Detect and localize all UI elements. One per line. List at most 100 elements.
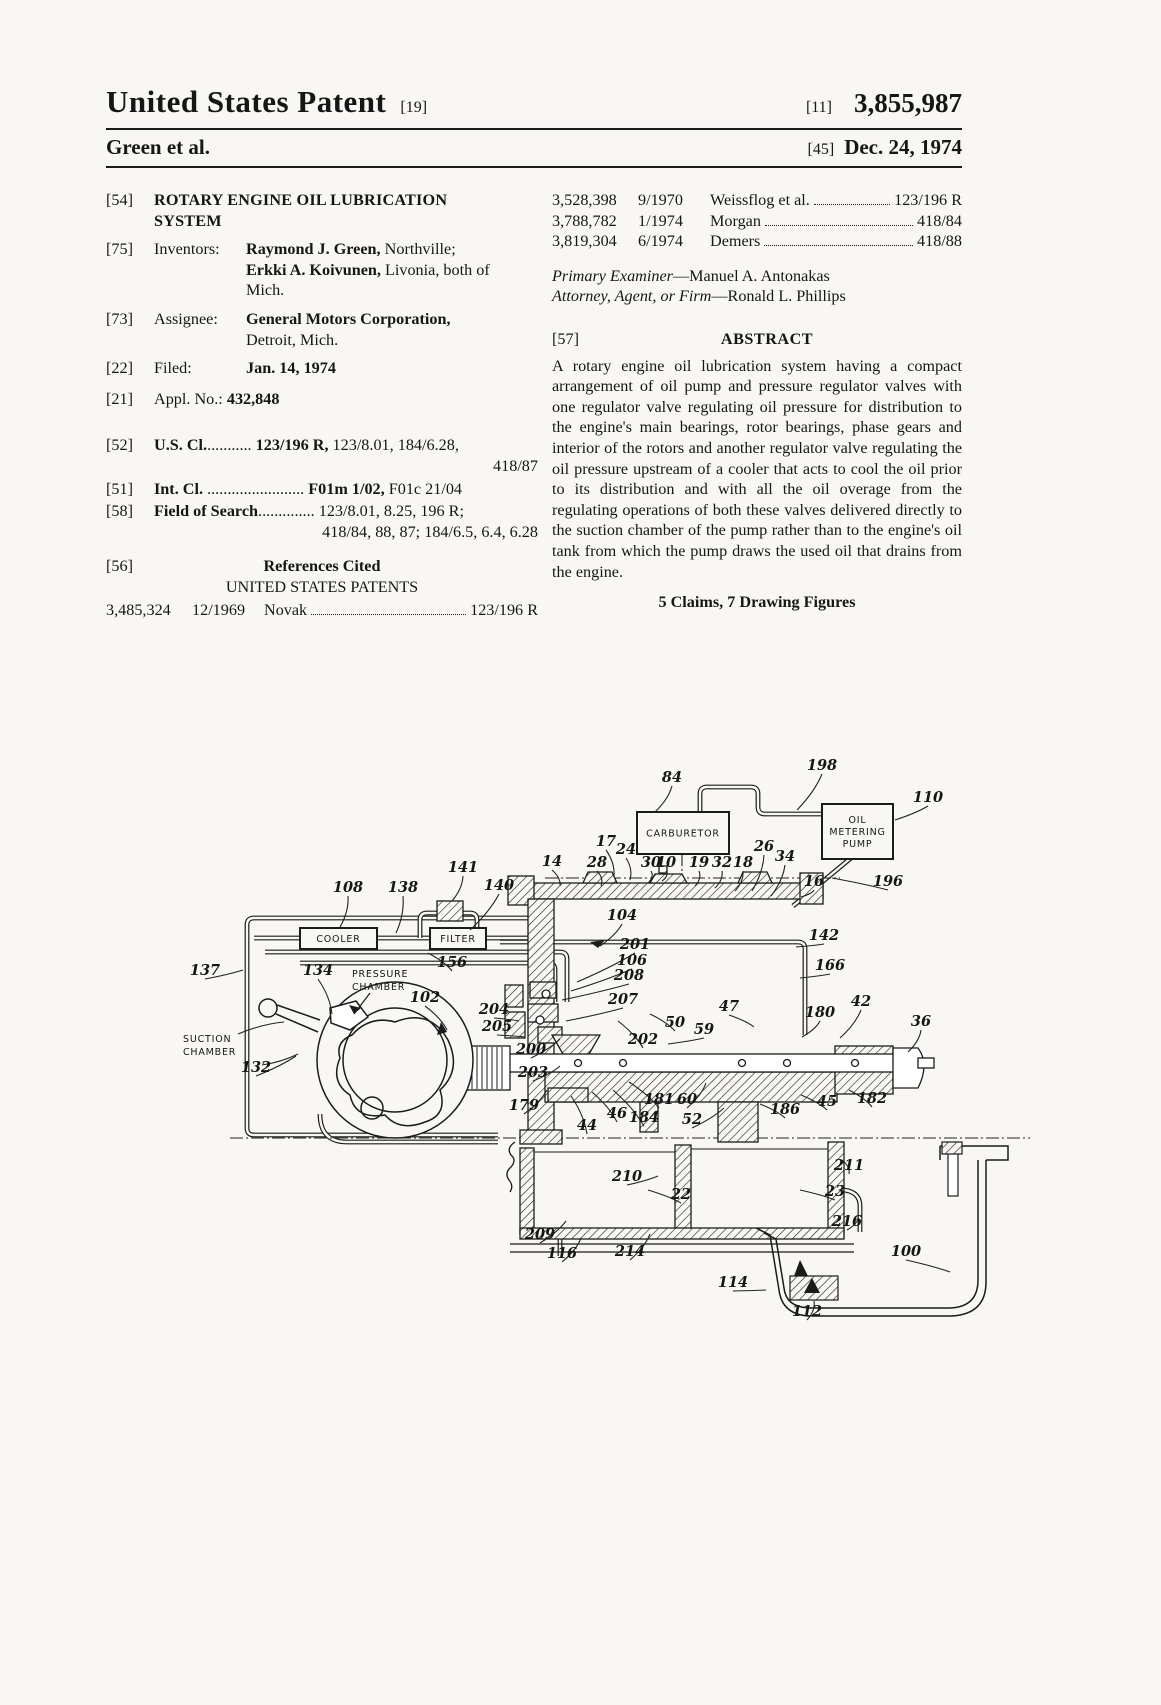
svg-text:114: 114 bbox=[718, 1274, 748, 1291]
svg-text:CARBURETOR: CARBURETOR bbox=[646, 829, 720, 840]
svg-text:PRESSURE: PRESSURE bbox=[352, 969, 408, 980]
appl-no-value: 432,848 bbox=[226, 389, 280, 408]
dot-leader bbox=[311, 613, 467, 615]
search-label: Field of Search bbox=[154, 502, 259, 521]
svg-text:142: 142 bbox=[809, 927, 839, 944]
ref-date: 1/1974 bbox=[638, 211, 683, 230]
tag-56: [56] bbox=[106, 557, 133, 576]
svg-text:OIL: OIL bbox=[849, 815, 867, 826]
svg-text:106: 106 bbox=[617, 952, 647, 969]
left-column: [54] ROTARY ENGINE OIL LUBRICATION SYSTE… bbox=[106, 190, 538, 620]
svg-text:209: 209 bbox=[524, 1226, 555, 1243]
svg-text:134: 134 bbox=[303, 962, 333, 979]
svg-text:202: 202 bbox=[627, 1031, 658, 1048]
issue-date: Dec. 24, 1974 bbox=[844, 135, 962, 159]
oil-pan bbox=[755, 1141, 1009, 1317]
svg-text:PUMP: PUMP bbox=[843, 839, 873, 850]
search-value: 123/8.01, 8.25, 196 R; bbox=[314, 502, 464, 521]
ref-class: 123/196 R bbox=[894, 191, 962, 209]
tag-51: [51] bbox=[106, 479, 133, 498]
svg-text:FILTER: FILTER bbox=[440, 934, 475, 945]
svg-text:60: 60 bbox=[677, 1091, 697, 1108]
svg-text:32: 32 bbox=[712, 854, 732, 871]
reference-row: 3,528,398 9/1970 Weissflog et al. 123/19… bbox=[552, 190, 962, 211]
patent-number-block: [11]3,855,987 bbox=[792, 88, 962, 119]
invention-title-line1: ROTARY ENGINE OIL LUBRICATION bbox=[154, 191, 448, 209]
filed-label: Filed: bbox=[154, 359, 192, 378]
tag-58: [58] bbox=[106, 502, 133, 521]
svg-text:138: 138 bbox=[388, 879, 418, 896]
uscl-value-bold: 123/196 R, bbox=[255, 436, 329, 455]
inventor-2-loc: Livonia, both of bbox=[380, 260, 490, 279]
svg-text:84: 84 bbox=[662, 769, 682, 786]
svg-text:28: 28 bbox=[586, 854, 607, 871]
code-45: [45] bbox=[807, 141, 835, 158]
patent-title-block: United States Patent[19] bbox=[106, 84, 427, 120]
tag-52: [52] bbox=[106, 436, 133, 455]
issue-date-block: [45] Dec. 24, 1974 bbox=[794, 135, 962, 160]
field-73-assignee: [73] Assignee: General Motors Corporatio… bbox=[106, 309, 538, 350]
ref-number: 3,788,782 bbox=[552, 211, 617, 230]
abstract-title: ABSTRACT bbox=[720, 329, 814, 348]
assignee-name: General Motors Corporation, bbox=[246, 309, 451, 328]
examiner-block: Primary Examiner—Manuel A. Antonakas Att… bbox=[552, 266, 962, 307]
right-column: 3,528,398 9/1970 Weissflog et al. 123/19… bbox=[552, 190, 962, 613]
intcl-value-rest: F01c 21/04 bbox=[384, 479, 463, 498]
svg-text:SUCTION: SUCTION bbox=[183, 1034, 231, 1045]
abstract-header: [57] ABSTRACT bbox=[552, 329, 962, 350]
svg-text:201: 201 bbox=[619, 936, 650, 953]
arrowhead bbox=[590, 940, 605, 948]
patent-header: United States Patent[19] [11]3,855,987 G… bbox=[106, 84, 962, 168]
svg-text:59: 59 bbox=[694, 1021, 714, 1038]
assignee-label: Assignee: bbox=[154, 309, 218, 328]
uscl-value-rest: 123/8.01, 184/6.28, bbox=[328, 436, 459, 455]
field-51-intcl: [51] Int. Cl. ........................ F… bbox=[106, 479, 538, 500]
svg-text:204: 204 bbox=[478, 1001, 509, 1018]
svg-text:196: 196 bbox=[873, 873, 903, 890]
svg-text:211: 211 bbox=[833, 1157, 864, 1174]
svg-text:47: 47 bbox=[719, 998, 739, 1015]
assignee-value: General Motors Corporation, Detroit, Mic… bbox=[246, 309, 538, 350]
uscl-label: U.S. Cl. bbox=[154, 436, 208, 455]
ref-date: 6/1974 bbox=[638, 232, 683, 251]
svg-text:184: 184 bbox=[629, 1109, 659, 1126]
svg-text:44: 44 bbox=[577, 1117, 597, 1134]
svg-text:16: 16 bbox=[804, 873, 824, 890]
svg-text:116: 116 bbox=[547, 1245, 577, 1262]
tag-75: [75] bbox=[106, 240, 133, 259]
svg-text:207: 207 bbox=[607, 991, 638, 1008]
uscl-line2: 418/87 bbox=[493, 456, 538, 475]
svg-text:200: 200 bbox=[515, 1041, 546, 1058]
svg-text:182: 182 bbox=[857, 1090, 887, 1107]
abstract-text: A rotary engine oil lubrication system h… bbox=[552, 356, 962, 581]
ref-number: 3,528,398 bbox=[552, 191, 617, 209]
claims-line: 5 Claims, 7 Drawing Figures bbox=[658, 593, 856, 612]
svg-text:210: 210 bbox=[611, 1168, 642, 1185]
ref-name: Morgan bbox=[710, 211, 761, 230]
reference-row: 3,485,324 12/1969 Novak 123/196 R bbox=[106, 600, 538, 621]
svg-text:52: 52 bbox=[682, 1111, 702, 1128]
svg-text:CHAMBER: CHAMBER bbox=[352, 982, 405, 993]
code-11: [11] bbox=[805, 99, 832, 116]
svg-text:179: 179 bbox=[509, 1097, 539, 1114]
kind-code-19: [19] bbox=[400, 99, 428, 116]
svg-text:46: 46 bbox=[607, 1105, 627, 1122]
tag-22: [22] bbox=[106, 359, 133, 378]
svg-text:24: 24 bbox=[615, 841, 636, 858]
svg-text:45: 45 bbox=[817, 1093, 837, 1110]
ref-name: Demers bbox=[710, 232, 761, 251]
us-patents-subhead: UNITED STATES PATENTS bbox=[225, 577, 419, 596]
svg-text:34: 34 bbox=[775, 848, 795, 865]
ref-class: 123/196 R bbox=[470, 600, 538, 619]
svg-text:22: 22 bbox=[670, 1186, 691, 1203]
intcl-value-bold: F01m 1/02, bbox=[308, 479, 385, 498]
svg-text:17: 17 bbox=[596, 833, 616, 850]
intcl-dots: ........................ bbox=[207, 479, 305, 498]
tag-57: [57] bbox=[552, 329, 579, 348]
svg-text:208: 208 bbox=[613, 967, 644, 984]
svg-text:205: 205 bbox=[481, 1018, 512, 1035]
